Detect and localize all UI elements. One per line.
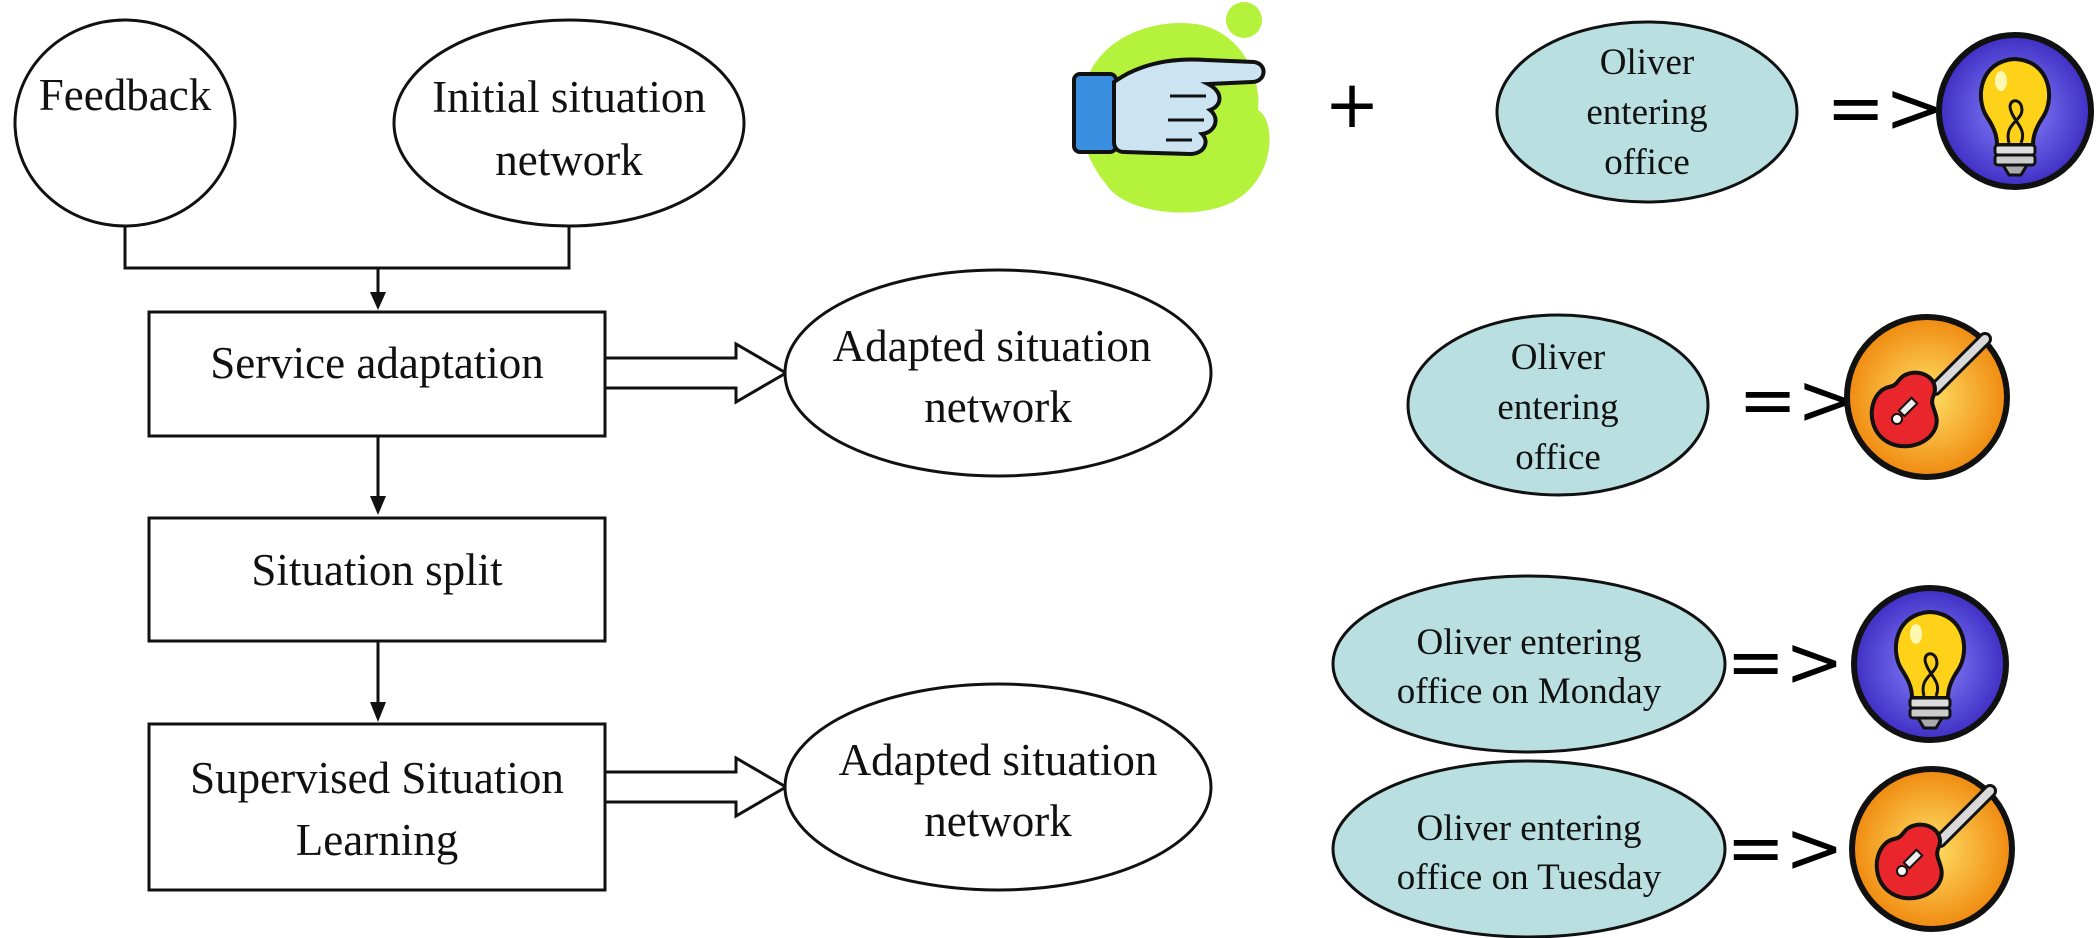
implies-arrow-2: => xyxy=(1738,359,1855,441)
initial-network-connector xyxy=(378,226,571,270)
lightbulb-icon xyxy=(1939,35,2091,187)
flowchart: Feedback Initial situation network Servi… xyxy=(13,18,1213,892)
situation-1-line3: office xyxy=(1604,142,1690,183)
rule-row-3: Oliver entering office on Monday => xyxy=(1331,574,2006,754)
adapted-network-2-label-line2: network xyxy=(924,796,1072,846)
adapted-network-1-label-line2: network xyxy=(924,382,1072,432)
situation-2-line2: entering xyxy=(1497,387,1618,428)
supervised-learning-label-line2: Learning xyxy=(296,815,458,865)
situation-4-line1: Oliver entering xyxy=(1417,808,1642,849)
arrowhead-service-adaptation xyxy=(370,292,386,310)
guitar-icon xyxy=(1852,769,2012,929)
adapted-network-2-label-line1: Adapted situation xyxy=(839,735,1158,785)
rule-row-1: Oliver entering office => xyxy=(1495,20,2091,204)
feedback-node: Feedback xyxy=(13,18,237,228)
initial-network-label-line1: Initial situation xyxy=(432,72,706,122)
situation-3-line2: office on Monday xyxy=(1397,671,1662,712)
situation-split-label: Situation split xyxy=(251,545,503,595)
situation-4-line2: office on Tuesday xyxy=(1397,857,1662,898)
implies-arrow-1: => xyxy=(1826,67,1943,149)
rules-panel: + Oliver entering office => Oliver enter… xyxy=(1072,2,2091,938)
implies-arrow-3: => xyxy=(1726,621,1843,703)
hollow-arrow-to-adapted-network-1 xyxy=(606,341,789,405)
situation-3-line1: Oliver entering xyxy=(1417,622,1642,663)
adapted-network-1-label-line1: Adapted situation xyxy=(833,321,1152,371)
supervised-learning-label-line1: Supervised Situation xyxy=(190,753,564,803)
adapted-network-node-1: Adapted situation network xyxy=(783,268,1213,478)
situation-2-line3: office xyxy=(1515,437,1601,478)
initial-network-node: Initial situation network xyxy=(392,18,746,228)
service-adaptation-label: Service adaptation xyxy=(210,338,544,388)
situation-split-box: Situation split xyxy=(147,516,607,643)
feedback-label: Feedback xyxy=(39,70,212,120)
situation-ellipse-2: Oliver entering office xyxy=(1406,313,1710,497)
situation-ellipse-4: Oliver entering office on Tuesday xyxy=(1331,759,1727,938)
situation-ellipse-3: Oliver entering office on Monday xyxy=(1331,574,1727,754)
service-adaptation-box: Service adaptation xyxy=(147,310,607,438)
implies-arrow-4: => xyxy=(1726,807,1843,889)
arrowheads xyxy=(370,292,386,722)
connector-lines xyxy=(123,226,571,706)
situation-1-line2: entering xyxy=(1586,92,1707,133)
supervised-learning-box: Supervised Situation Learning xyxy=(147,722,607,892)
situation-2-line1: Oliver xyxy=(1511,337,1606,378)
situation-1-line1: Oliver xyxy=(1600,42,1695,83)
feedback-connector xyxy=(123,226,378,270)
rule-row-2: Oliver entering office => xyxy=(1406,313,2007,497)
arrowhead-supervised-learning xyxy=(370,702,386,722)
hollow-arrow-to-adapted-network-2 xyxy=(606,755,789,819)
arrowhead-situation-split xyxy=(370,496,386,515)
adapted-network-node-2: Adapted situation network xyxy=(783,682,1213,892)
lightbulb-icon xyxy=(1854,588,2006,740)
initial-network-label-line2: network xyxy=(495,135,643,185)
pointing-hand-icon xyxy=(1072,2,1270,213)
situation-ellipse-1: Oliver entering office xyxy=(1495,20,1799,204)
rule-row-4: Oliver entering office on Tuesday => xyxy=(1331,759,2012,938)
guitar-icon xyxy=(1847,317,2007,477)
plus-sign: + xyxy=(1324,66,1379,143)
